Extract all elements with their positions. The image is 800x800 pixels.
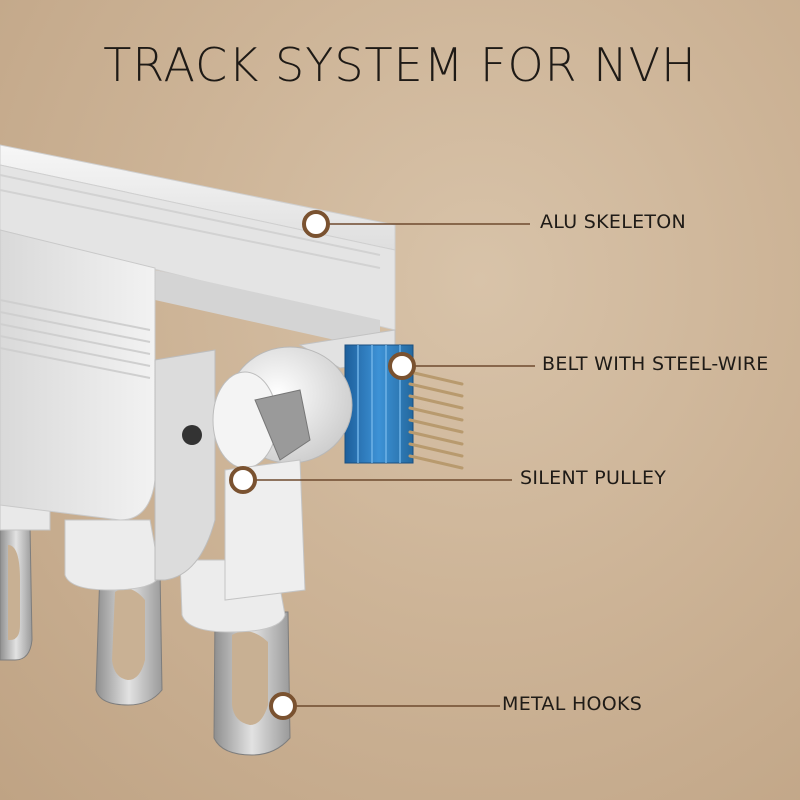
marker-hooks [269, 692, 297, 720]
metal-hooks [0, 524, 291, 756]
marker-belt [388, 352, 416, 380]
label-silent-pulley: SILENT PULLEY [520, 467, 667, 489]
leader-lines [243, 223, 535, 707]
label-alu-skeleton: ALU SKELETON [540, 211, 687, 233]
marker-pulley [229, 466, 257, 494]
label-metal-hooks: METAL HOOKS [502, 693, 643, 715]
diagram-title: TRACK SYSTEM FOR NVH [103, 38, 697, 92]
label-belt-with-steel-wire: BELT WITH STEEL-WIRE [542, 353, 769, 375]
marker-alu-skeleton [302, 210, 330, 238]
alu-track [0, 144, 396, 581]
silent-pulley [212, 346, 353, 601]
